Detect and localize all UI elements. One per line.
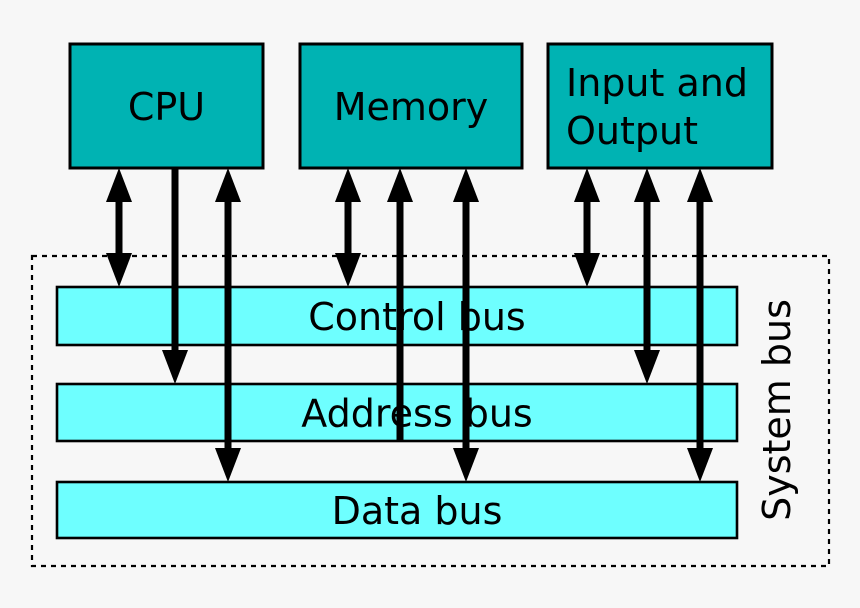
arrowhead-up-icon [687,168,713,202]
arrowhead-up-icon [387,168,413,202]
unit-memory[interactable]: Memory [298,42,524,170]
arrowhead-up-icon [335,168,361,202]
arrowhead-down-icon [453,448,479,482]
connector-over-bar [462,384,470,441]
connector-memory-control [335,168,361,287]
connector-io-address [634,168,660,384]
connector-over-bar [643,287,651,345]
connector-shaft [115,201,123,254]
arrowhead-up-icon [574,168,600,202]
connector-over-bar [171,287,179,345]
connector-over-bar [696,384,704,441]
connector-shaft [171,167,179,351]
io-box[interactable] [546,42,774,170]
arrowhead-down-icon [687,448,713,482]
connector-cpu-control [106,168,132,287]
connector-overlay-layer [171,287,704,441]
arrowhead-down-icon [335,253,361,287]
system-bus-label: System bus [755,299,799,521]
memory-box[interactable] [298,42,524,170]
connector-shaft [583,201,591,254]
bus-data-bus [55,480,739,540]
data-bus-bar [55,480,739,540]
address-bus-label: Address bus [301,392,532,436]
connector-shaft [643,201,651,351]
connector-io-control [574,168,600,287]
io-label-line: Output [566,109,698,153]
control-bus-label: Control bus [308,295,525,339]
unit-cpu[interactable]: CPU [68,42,265,170]
arrowhead-down-icon [162,350,188,384]
connector-shaft [344,201,352,254]
arrowhead-up-icon [634,168,660,202]
arrowhead-up-icon [106,168,132,202]
connector-over-bar [396,287,404,345]
data-bus-label: Data bus [332,489,503,533]
arrowhead-down-icon [215,448,241,482]
connector-over-bar [224,384,232,441]
connector-over-bar [224,287,232,345]
connector-cpu-address [162,167,188,384]
arrowhead-down-icon [574,253,600,287]
arrowhead-up-icon [453,168,479,202]
system-bus-container [30,254,831,568]
arrowhead-up-icon [215,168,241,202]
connector-over-bar [462,287,470,345]
arrowhead-down-icon [634,350,660,384]
connector-over-bar [396,384,404,441]
cpu-label-line: CPU [128,85,205,129]
cpu-box[interactable] [68,42,265,170]
arrowhead-down-icon [106,253,132,287]
io-label-line: Input and [566,61,748,105]
memory-label-line: Memory [334,85,489,129]
connector-over-bar [696,287,704,345]
